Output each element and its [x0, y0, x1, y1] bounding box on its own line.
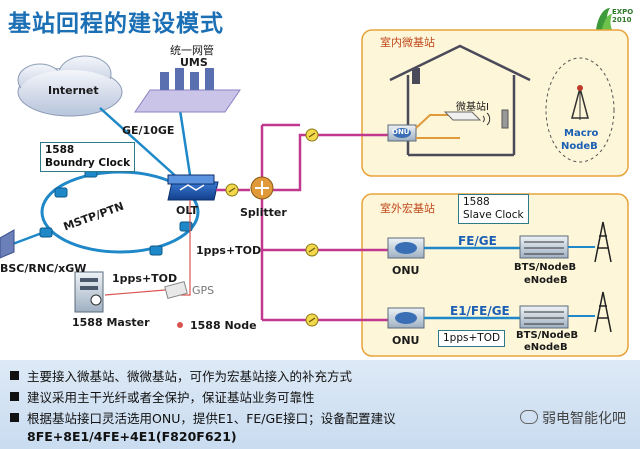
expo-logo-icon — [596, 8, 612, 30]
ums-cn-label: 统一网管 — [170, 44, 214, 57]
macro-label-1: Macro — [564, 128, 599, 139]
macro-label-2: NodeB — [561, 141, 598, 152]
slave-line-1: 1588 — [463, 196, 490, 208]
logo-text: EXPO 2010 — [612, 8, 634, 24]
onu1-label: ONU — [392, 264, 420, 277]
bullet-panel — [0, 360, 640, 449]
bullet-3: 根据基站接口灵活选用ONU，提供E1、FE/GE接口；设备配置建议 — [10, 408, 396, 427]
internet-label: Internet — [48, 84, 99, 97]
internet-cloud-icon — [17, 55, 123, 117]
bsc-label: BSC/RNC/xGW — [0, 262, 87, 275]
olt-label: OLT — [176, 204, 199, 217]
macro-nodeb-icon — [545, 57, 615, 163]
bts1-label-b: eNodeB — [524, 275, 568, 286]
outdoor-onu2-icon — [387, 307, 425, 329]
bullet-square-icon — [10, 413, 19, 422]
network-diagram — [0, 29, 629, 357]
gps-icon — [164, 281, 188, 299]
gps-label: GPS — [192, 284, 215, 297]
watermark-text: 弱电智能化吧 — [542, 411, 626, 427]
indoor-wiring — [415, 114, 460, 139]
splitter-icon — [250, 176, 274, 200]
slave-line-2: Slave Clock — [463, 209, 524, 221]
olt-device-icon — [167, 174, 219, 201]
fege-label: FE/GE — [458, 234, 497, 248]
indoor-zone — [361, 29, 629, 177]
pps-label-2: 1pps+TOD — [112, 272, 178, 285]
bullet-text-4: 8FE+8E1/4FE+4E1(F820F621) — [27, 429, 237, 444]
micro-label: 微基站I — [456, 102, 489, 113]
bullet-square-icon — [10, 392, 19, 401]
bts1-label-a: BTS/NodeB — [514, 262, 577, 273]
boundary-clock-note: 1588 Boundry Clock — [40, 142, 136, 172]
master-label: 1588 Master — [72, 316, 150, 329]
page-title: 基站回程的建设模式 — [8, 11, 224, 37]
bullet-square-icon — [10, 371, 19, 380]
bts2-label-b: eNodeB — [524, 342, 568, 353]
micro-station-icon — [443, 109, 509, 129]
outdoor-pps-note: 1pps+TOD — [438, 330, 506, 347]
indoor-onu-label: ONU — [392, 128, 410, 136]
ums-servers-icon — [134, 68, 241, 113]
wechat-icon — [520, 410, 538, 424]
onu2-label: ONU — [392, 334, 420, 347]
tower2-icon — [594, 291, 612, 333]
watermark: 弱电智能化吧 — [520, 408, 626, 428]
slave-clock-note: 1588 Slave Clock — [458, 194, 529, 224]
bts2-icon — [519, 305, 569, 329]
outdoor-title: 室外宏基站 — [380, 202, 435, 215]
master-server-icon — [74, 271, 104, 313]
node1588-label: 1588 Node — [190, 319, 257, 332]
bullet-text-2: 建议采用主干光纤或者全保护，保证基站业务可靠性 — [27, 390, 315, 405]
bullet-text-3: 根据基站接口灵活选用ONU，提供E1、FE/GE接口；设备配置建议 — [27, 411, 396, 426]
splitter-label: Splitter — [240, 206, 287, 219]
bts2-label-a: BTS/NodeB — [516, 330, 579, 341]
sync-links — [104, 200, 191, 296]
fiber-links — [216, 123, 390, 322]
outdoor-onu1-icon — [387, 237, 425, 259]
ums-label: UMS — [180, 56, 208, 69]
indoor-onu-icon — [387, 124, 417, 142]
bullet-text-1: 主要接入微基站、微微基站，可作为宏基站接入的补充方式 — [27, 369, 353, 384]
indoor-title: 室内微基站 — [380, 36, 435, 49]
pps-label-1: 1pps+TOD — [196, 244, 262, 257]
ge10-label: GE/10GE — [122, 124, 175, 137]
sync-symbols — [225, 128, 319, 327]
bullet-2: 建议采用主干光纤或者全保护，保证基站业务可靠性 — [10, 387, 315, 406]
bullet-4: 8FE+8E1/4FE+4E1(F820F621) — [27, 429, 237, 444]
bullet-1: 主要接入微基站、微微基站，可作为宏基站接入的补充方式 — [10, 366, 352, 385]
tower1-icon — [594, 221, 612, 263]
bsc-icon — [0, 229, 15, 259]
bts1-icon — [519, 235, 569, 259]
node-legend-dot — [177, 322, 183, 328]
e1fege-label: E1/FE/GE — [450, 304, 510, 318]
ring-node-icons — [39, 167, 193, 256]
